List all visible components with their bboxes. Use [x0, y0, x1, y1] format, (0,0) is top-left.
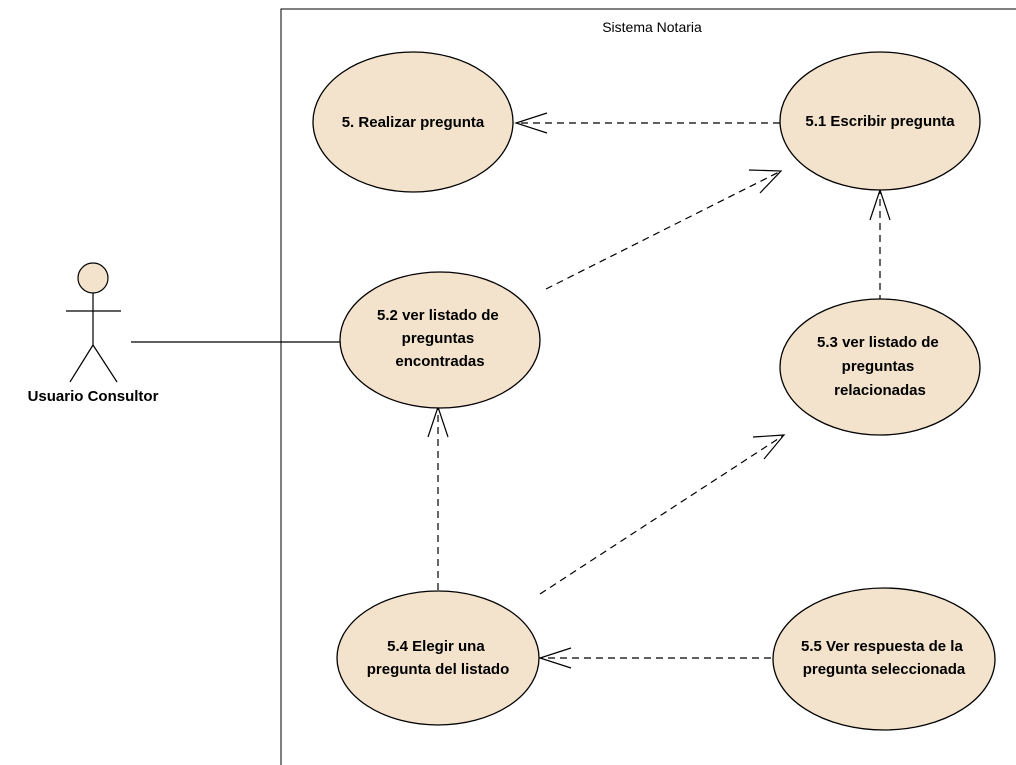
actor-head: [77, 262, 109, 294]
use-case-5-4: 5.4 Elegir una pregunta del listado: [336, 590, 540, 726]
dependency-uc51-uc5: [514, 112, 780, 134]
dependency-arrowhead: [538, 647, 572, 669]
dependency-uc55-uc54: [538, 647, 771, 669]
use-case-5: 5. Realizar pregunta: [312, 51, 514, 193]
use-case-5-3: 5.3 ver listado de preguntas relacionada…: [779, 298, 981, 436]
actor-left-leg: [69, 344, 94, 383]
use-case-label-line: pregunta del listado: [367, 661, 510, 678]
dependency-arrowhead: [514, 112, 548, 134]
system-boundary: Sistema Notaria: [280, 8, 1016, 765]
use-case-5-1: 5.1 Escribir pregunta: [779, 51, 981, 191]
use-case-label: 5. Realizar pregunta: [342, 114, 485, 131]
actor-usuario-consultor: Usuario Consultor: [28, 262, 159, 405]
use-case-label-line: 5.1 Escribir pregunta: [805, 113, 955, 130]
dependency-uc54-uc53: [539, 434, 786, 595]
dependency-uc54-uc52: [427, 405, 449, 590]
dependency-line: [539, 434, 785, 595]
dependency-arrowhead: [748, 169, 783, 194]
actor-label: Usuario Consultor: [28, 388, 159, 405]
use-case-label: 5.1 Escribir pregunta: [805, 113, 955, 130]
use-case-label: 5.3 ver listado de preguntas relacionada…: [817, 334, 943, 399]
use-case-label: 5.4 Elegir una pregunta del listado: [367, 638, 510, 678]
use-case-label-line: 5.3 ver listado de: [817, 334, 939, 351]
dependency-uc52-uc51: [545, 169, 783, 290]
actor-right-leg: [92, 344, 118, 383]
dependency-line: [545, 170, 782, 290]
use-case-label-line: 5.4 Elegir una: [387, 638, 485, 655]
use-case-label-line: 5.2 ver listado de: [377, 307, 499, 324]
use-case-label: 5.5 Ver respuesta de la pregunta selecci…: [801, 638, 967, 678]
dependency-uc53-uc51: [869, 188, 891, 302]
use-case-label-line: 5. Realizar pregunta: [342, 114, 485, 131]
system-title: Sistema Notaria: [602, 19, 702, 35]
use-case-ellipse: [312, 51, 514, 193]
use-case-label-line: preguntas: [842, 358, 915, 375]
use-case-ellipse: [772, 587, 996, 731]
system-boundary-frame: [280, 8, 1016, 765]
dependency-arrowhead: [752, 434, 786, 460]
use-case-label-line: preguntas: [402, 330, 475, 347]
use-case-label-line: pregunta seleccionada: [803, 661, 966, 678]
use-case-ellipse: [779, 298, 981, 436]
use-case-label: 5.2 ver listado de preguntas encontradas: [377, 307, 503, 370]
use-case-5-5: 5.5 Ver respuesta de la pregunta selecci…: [772, 587, 996, 731]
use-case-label-line: relacionadas: [834, 382, 926, 399]
use-case-5-2: 5.2 ver listado de preguntas encontradas: [339, 271, 541, 409]
use-case-label-line: encontradas: [395, 353, 484, 370]
use-case-ellipse: [779, 51, 981, 191]
use-case-ellipse: [336, 590, 540, 726]
use-case-label-line: 5.5 Ver respuesta de la: [801, 638, 963, 655]
use-case-ellipse: [339, 271, 541, 409]
